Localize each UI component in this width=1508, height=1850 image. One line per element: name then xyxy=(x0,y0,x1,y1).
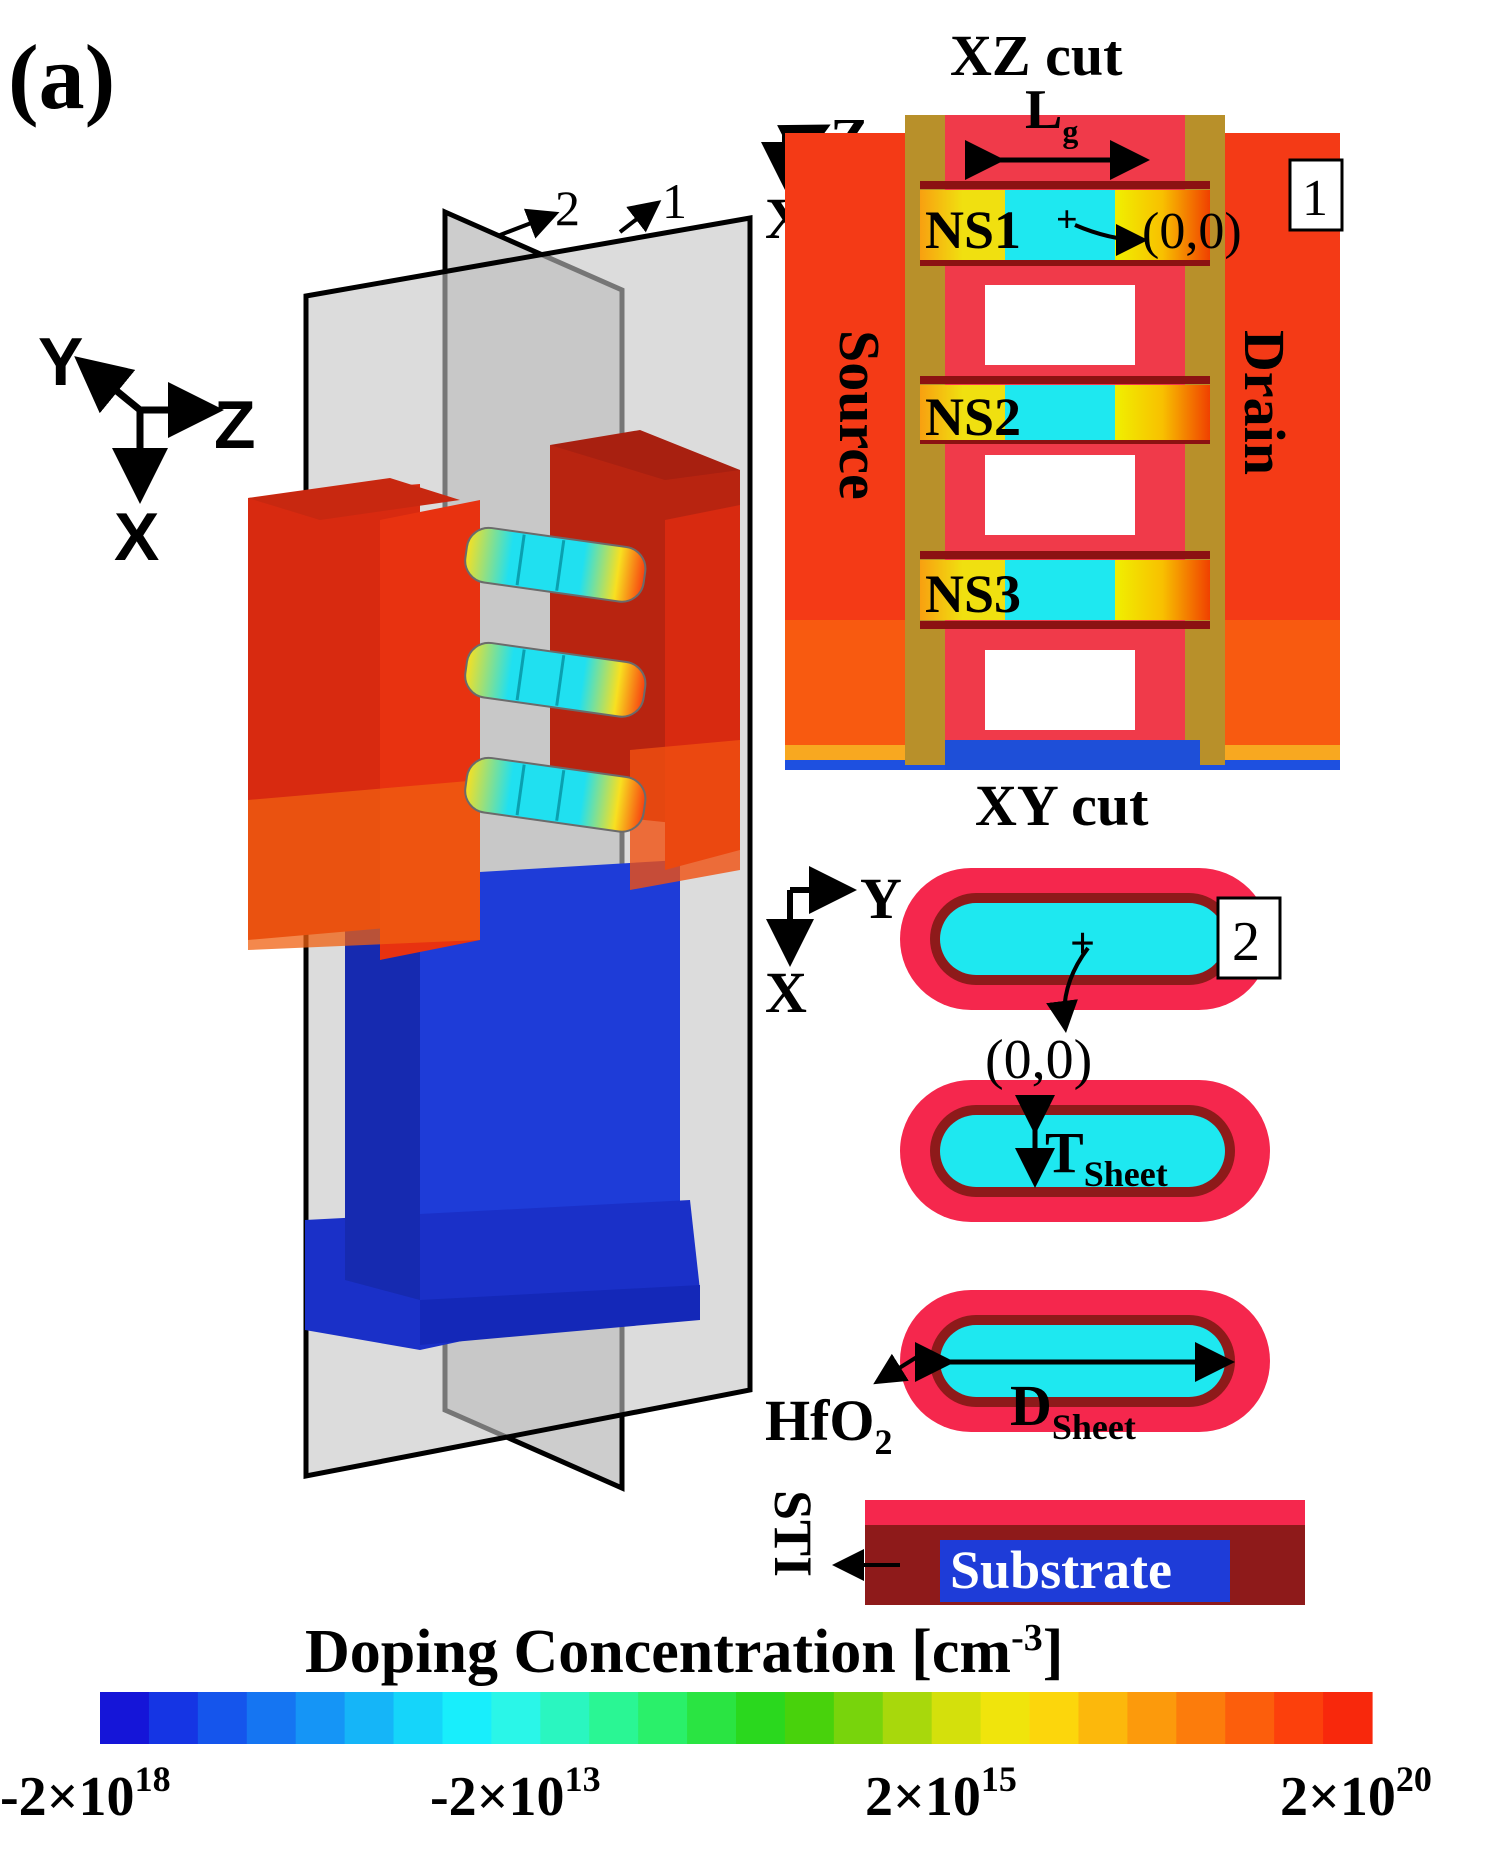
axis-label-z-3d: Z xyxy=(214,387,256,463)
xy-box-2-label: 2 xyxy=(1232,911,1260,973)
colorbar-cell xyxy=(540,1692,590,1744)
colorbar-cell xyxy=(491,1692,541,1744)
plane-label-1: 1 xyxy=(662,173,687,229)
colorbar-tick-label: 2×1020 xyxy=(1280,1759,1432,1828)
colorbar-cell xyxy=(1029,1692,1080,1744)
xz-origin-plus: + xyxy=(1056,199,1078,241)
colorbar-cell xyxy=(931,1692,982,1744)
t-sheet-label: TSheet xyxy=(1045,1120,1168,1194)
drain-label: Drain xyxy=(1232,330,1297,475)
xy-box-2 xyxy=(1216,896,1282,980)
xy-axis-label-x: X xyxy=(765,960,807,1025)
colorbar-cell xyxy=(295,1692,346,1744)
plane-label-2: 2 xyxy=(555,180,580,236)
hfo2-label: HfO2 xyxy=(765,1388,893,1462)
xz-box-1 xyxy=(1288,158,1344,232)
xz-origin-label: (0,0) xyxy=(1142,203,1242,260)
colorbar-cell xyxy=(687,1692,737,1744)
colorbar-cell xyxy=(1323,1692,1373,1744)
panel-label: (a) xyxy=(8,26,115,128)
device-3d-view: 2 1 xyxy=(248,173,753,1492)
ns1-label: NS1 xyxy=(925,200,1021,260)
xy-sheet-2 xyxy=(900,1080,1270,1222)
colorbar-tick-label: -2×1018 xyxy=(0,1759,171,1828)
colorbar-cell xyxy=(784,1692,835,1744)
colorbar-cell xyxy=(980,1692,1031,1744)
colorbar-tick-label: 2×1015 xyxy=(865,1759,1017,1828)
colorbar-cell xyxy=(1225,1692,1275,1744)
xy-sheet-1 xyxy=(900,868,1270,1010)
colorbar: Doping Concentration [cm-3] -2×1018 -2×10… xyxy=(0,1617,1432,1828)
xy-axis-label-y: Y xyxy=(860,866,902,931)
nanosheets-3d xyxy=(464,526,647,833)
xy-cut-section: XY cut Y X 2 + (0,0) xyxy=(763,773,1305,1605)
colorbar-cell xyxy=(393,1692,444,1744)
xy-cut-title: XY cut xyxy=(975,773,1149,838)
axis-label-y-3d: Y xyxy=(38,324,83,400)
xz-cut-title: XZ cut xyxy=(950,23,1123,88)
colorbar-cell xyxy=(100,1692,150,1744)
ns2-label: NS2 xyxy=(925,387,1021,447)
colorbar-cell xyxy=(1127,1692,1177,1744)
substrate-region xyxy=(940,1540,1230,1602)
colorbar-cell xyxy=(638,1692,688,1744)
colorbar-cell xyxy=(736,1692,786,1744)
colorbar-cell xyxy=(197,1692,248,1744)
colorbar-title: Doping Concentration [cm-3] xyxy=(305,1617,1063,1686)
axes-triad-3d: Y Z X xyxy=(38,324,256,575)
xz-box-1-label: 1 xyxy=(1302,170,1328,227)
xy-origin-plus: + xyxy=(1070,919,1095,968)
axis-label-x-3d: X xyxy=(114,499,159,575)
colorbar-cell xyxy=(246,1692,297,1744)
gate-length-label: Lg xyxy=(1025,79,1078,149)
colorbar-cell xyxy=(833,1692,884,1744)
colorbar-cell xyxy=(882,1692,933,1744)
ns3-label: NS3 xyxy=(925,564,1021,624)
colorbar-cell xyxy=(1274,1692,1324,1744)
source-label: Source xyxy=(827,330,892,500)
substrate-label: Substrate xyxy=(950,1540,1172,1600)
xy-origin-label: (0,0) xyxy=(985,1029,1092,1091)
colorbar-cell xyxy=(1078,1692,1128,1744)
colorbar-cell xyxy=(344,1692,395,1744)
colorbar-cell xyxy=(589,1692,639,1744)
colorbar-tick-label: -2×1013 xyxy=(430,1759,601,1828)
d-sheet-label: DSheet xyxy=(1010,1373,1136,1447)
colorbar-cell xyxy=(1176,1692,1226,1744)
xz-nanosheet-2 xyxy=(920,385,1210,440)
sti-label: STI xyxy=(763,1490,823,1577)
xz-cut-section: XZ cut Z X xyxy=(761,23,1344,770)
xz-nanosheet-3 xyxy=(920,560,1210,620)
colorbar-cell xyxy=(148,1692,199,1744)
colorbar-cell xyxy=(442,1692,492,1744)
